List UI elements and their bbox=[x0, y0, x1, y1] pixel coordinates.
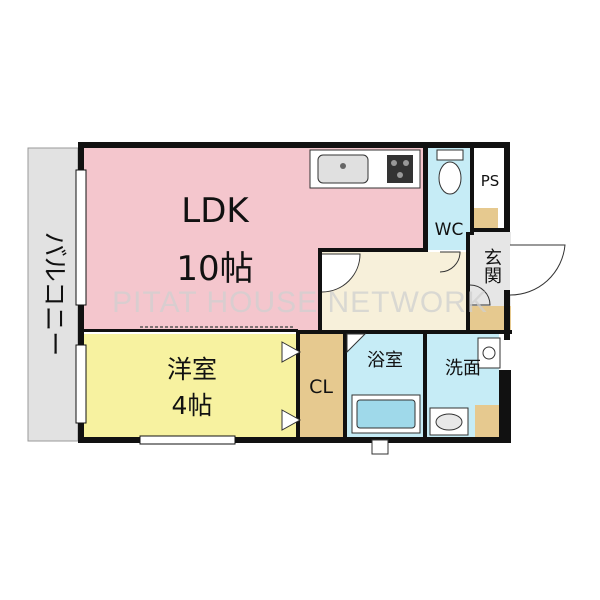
washroom-label: 洗面 bbox=[445, 358, 481, 379]
stove-icon bbox=[387, 155, 413, 183]
ldk-size-label: 10帖 bbox=[176, 249, 253, 289]
closet-doors bbox=[281, 341, 302, 431]
kitchen-counter bbox=[309, 149, 421, 189]
wc-label: WC bbox=[435, 220, 464, 240]
balcony-label: バルコニー bbox=[40, 232, 69, 357]
balcony-windows bbox=[75, 169, 87, 424]
ldk-label: LDK bbox=[181, 191, 250, 231]
western-room-label: 洋室 bbox=[167, 355, 217, 384]
bath-label: 浴室 bbox=[367, 350, 403, 371]
drain-icon bbox=[371, 439, 389, 455]
ps-label: PS bbox=[481, 172, 500, 190]
toilet-icon bbox=[436, 149, 464, 195]
washing-machine-icon bbox=[477, 337, 501, 369]
western-room bbox=[83, 334, 298, 438]
western-size-label: 4帖 bbox=[172, 391, 213, 420]
wc-shelf bbox=[472, 208, 498, 230]
balcony-area bbox=[27, 147, 79, 442]
closet-room bbox=[300, 334, 345, 438]
interior-walls bbox=[83, 147, 512, 440]
watermark-text: PITAT HOUSE NETWORK bbox=[112, 286, 488, 319]
entrance-label: 玄関 bbox=[481, 248, 502, 284]
closet-label: CL bbox=[309, 376, 333, 398]
wash-basin-icon bbox=[429, 407, 469, 436]
wash-shelf bbox=[475, 405, 499, 438]
door-swings bbox=[321, 244, 566, 354]
bottom-window bbox=[139, 435, 236, 445]
bathtub-icon bbox=[351, 394, 421, 434]
